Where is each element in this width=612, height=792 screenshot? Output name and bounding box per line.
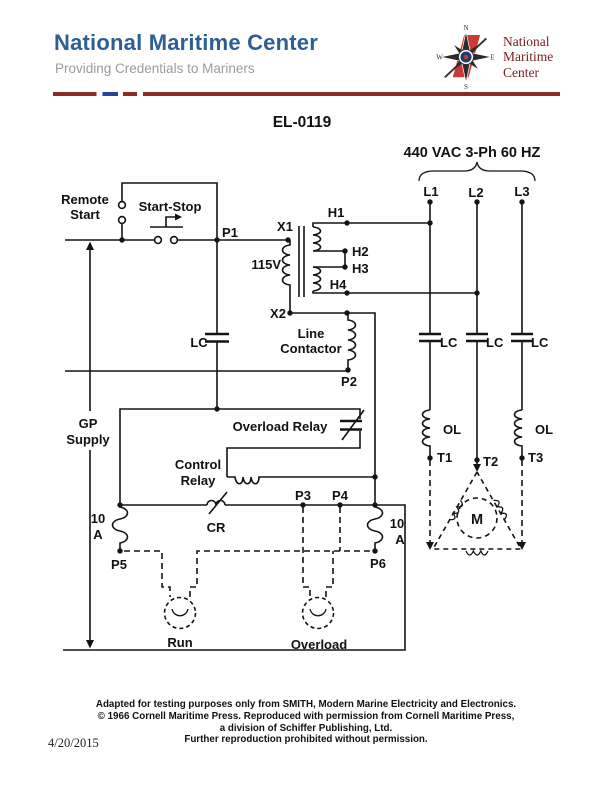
label-h3: H3 [352,261,369,276]
label-t1: T1 [437,450,452,465]
label-x1: X1 [277,219,293,234]
label-l2: L2 [468,185,483,200]
indicator-lamp-circuit [124,507,371,630]
label-fuse-left-2: A [93,527,103,542]
compass-rose-icon: N S W E [436,24,494,90]
label-overload-relay: Overload Relay [233,419,328,434]
label-ol-2: OL [535,422,553,437]
label-motor: M [471,512,483,528]
diagram-labels: EL-0119 440 VAC 3-Ph 60 HZ L1 L2 L3 Remo… [61,114,553,652]
footer-line-4: Further reproduction prohibited without … [184,734,428,746]
label-p5: P5 [111,557,127,572]
label-p1: P1 [222,225,238,240]
nmc-logo: N S W E National Maritime Center [436,24,553,90]
label-p6: P6 [370,556,386,571]
label-t3: T3 [528,450,543,465]
footer-line-2: © 1966 Cornell Maritime Press. Reproduce… [97,710,515,722]
label-ol-1: OL [443,422,461,437]
label-x2: X2 [270,306,286,321]
label-control-2: Relay [181,473,216,488]
junction-dots [117,199,525,554]
org-title: National Maritime Center [54,30,318,55]
label-l1: L1 [423,184,438,199]
start-stop-contact [169,235,179,245]
power-rating-label: 440 VAC 3-Ph 60 HZ [404,145,541,161]
footer-line-3: a division of Schiffer Publishing, Ltd. [219,722,393,734]
winding-coil [493,499,508,520]
header-divider [53,92,560,96]
compass-letter-w: W [436,54,443,62]
label-lc-3: LC [531,335,549,350]
label-fuse-left-1: 10 [91,511,105,526]
label-run: Run [167,635,192,650]
label-h1: H1 [328,205,345,220]
label-t2: T2 [483,454,498,469]
label-115v: 115V [251,257,281,272]
logo-line-2: Maritime [503,49,554,65]
label-fuse-right-1: 10 [390,516,404,531]
figure-id: EL-0119 [273,114,332,131]
label-overload-lamp: Overload [291,637,347,652]
footer-copyright: Adapted for testing purposes only from S… [0,699,612,746]
winding-coil [449,500,464,521]
remote-start-terminal [117,215,127,225]
label-l3: L3 [514,184,529,199]
footer-line-1: Adapted for testing purposes only from S… [95,699,517,710]
start-stop-contact [153,235,163,245]
label-fuse-right-2: A [395,532,405,547]
compass-letter-s: S [464,83,468,90]
label-p2: P2 [341,374,357,389]
remote-start-terminal [117,200,127,210]
compass-letter-e: E [490,54,494,62]
label-remote-1: Remote [61,192,109,207]
open-terminals [117,200,179,245]
label-p4: P4 [332,488,349,503]
document-date: 4/20/2015 [48,736,99,750]
label-cr: CR [207,520,226,535]
label-h2: H2 [352,244,369,259]
compass-letter-n: N [463,24,468,32]
label-lc-control: LC [190,335,208,350]
overload-lamp [301,596,335,630]
org-subtitle: Providing Credentials to Mariners [55,61,255,76]
motor-delta [426,460,526,556]
label-control-1: Control [175,457,221,472]
label-p3: P3 [295,488,311,503]
winding-coil [465,549,489,556]
logo-line-3: Center [503,64,539,80]
label-remote-2: Start [70,207,100,222]
label-lc-1: LC [440,335,458,350]
run-lamp [163,596,197,630]
motor-circle [456,497,498,539]
label-line-contactor-2: Contactor [280,341,341,356]
label-line-contactor-1: Line [298,326,325,341]
label-lc-2: LC [486,335,504,350]
logo-line-1: National [503,33,550,49]
label-h4: H4 [330,277,347,292]
control-circuit-wires [63,182,477,651]
label-start-stop: Start-Stop [139,199,202,214]
label-gp-1: GP [79,416,98,431]
power-circuit-wires [418,161,536,460]
logo-wordmark: National Maritime Center [503,34,553,81]
label-gp-2: Supply [66,432,110,447]
